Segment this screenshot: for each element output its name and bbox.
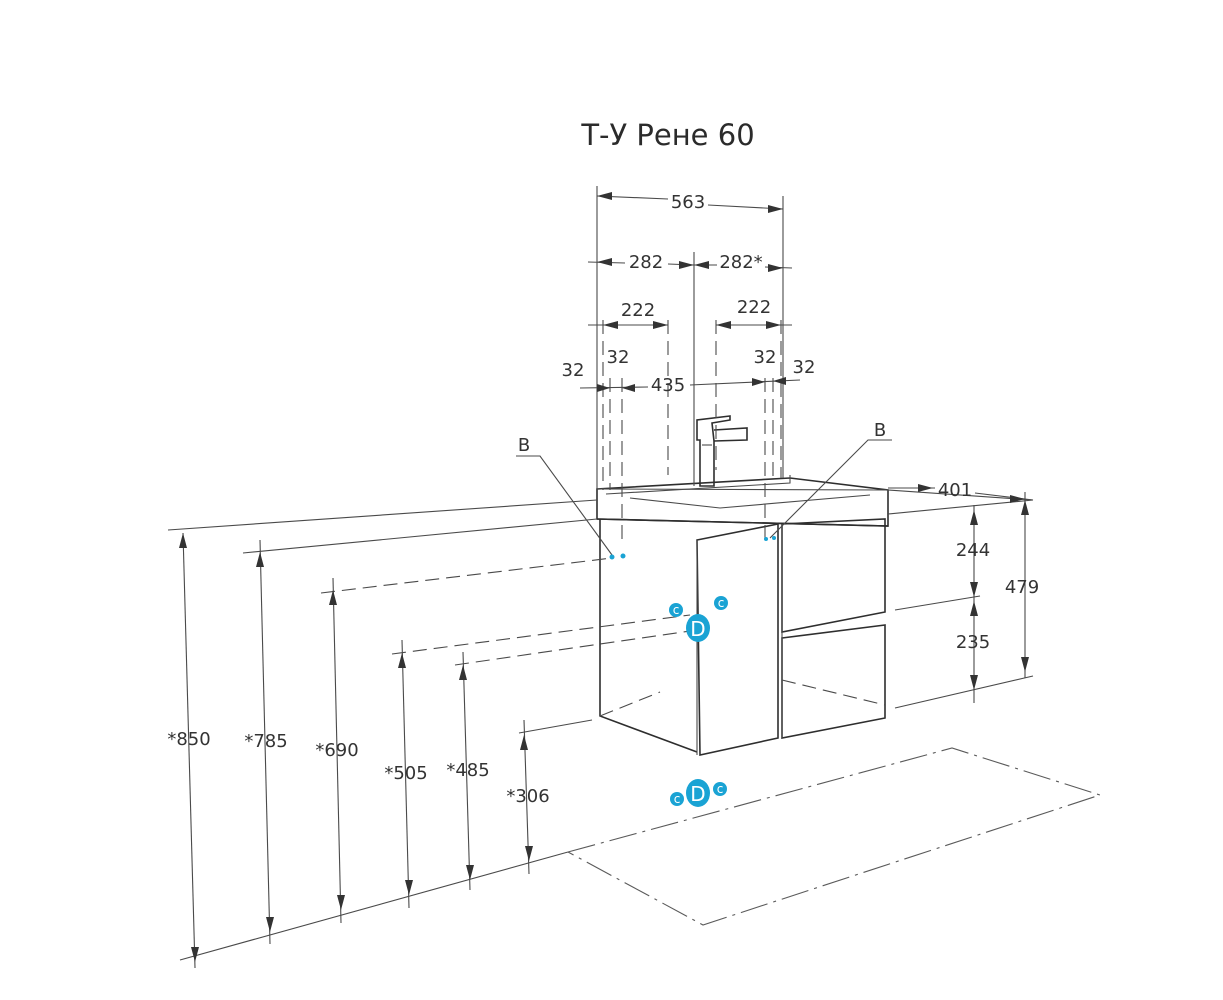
b-markers [516,439,892,560]
dim-244: 244 [956,540,990,561]
cold-marker-4 [713,782,727,796]
dim-785: *785 [244,731,287,752]
svg-text:c: c [673,603,680,617]
marker-b-right: B [874,420,886,441]
dim-485: *485 [446,760,489,781]
reference-lines [167,489,1034,961]
dim-401: 401 [938,480,972,501]
svg-text:c: c [718,596,725,610]
dim-32-inner-right: 32 [754,347,777,368]
height-dimensions [179,492,1029,969]
svg-text:c: c [717,782,724,796]
dim-282-right: 282* [719,252,762,273]
cold-marker-3 [670,792,684,806]
svg-text:D: D [690,782,705,806]
dim-282-left: 282 [629,252,663,273]
width-dimensions [579,186,1034,545]
dim-435: 435 [651,375,685,396]
dim-505: *505 [384,763,427,784]
svg-text:D: D [690,617,705,641]
dim-32-inner-left: 32 [607,347,630,368]
faucet [696,415,748,487]
dim-479: 479 [1005,577,1039,598]
dimension-labels: 563 282 282* 222 222 32 32 32 32 435 401… [167,192,1039,807]
dim-563: 563 [671,192,705,213]
floor-outline [567,747,1102,926]
dim-235: 235 [956,632,990,653]
marker-b-left: B [518,435,530,456]
drain-marker-1 [686,614,710,642]
vanity-cabinet [596,475,889,756]
cold-marker-1 [669,603,683,617]
dim-690: *690 [315,740,358,761]
dim-32-outer-left: 32 [562,360,585,381]
dim-850: *850 [167,729,210,750]
dim-222-left: 222 [621,300,655,321]
drain-marker-2 [686,779,710,807]
dim-306: *306 [506,786,549,807]
connection-markers: c c D c c D [669,596,728,807]
drawing-title: Т-У Рене 60 [580,118,754,152]
cold-marker-2 [714,596,728,610]
svg-text:c: c [674,792,681,806]
dim-32-outer-right: 32 [793,357,816,378]
dim-222-right: 222 [737,297,771,318]
